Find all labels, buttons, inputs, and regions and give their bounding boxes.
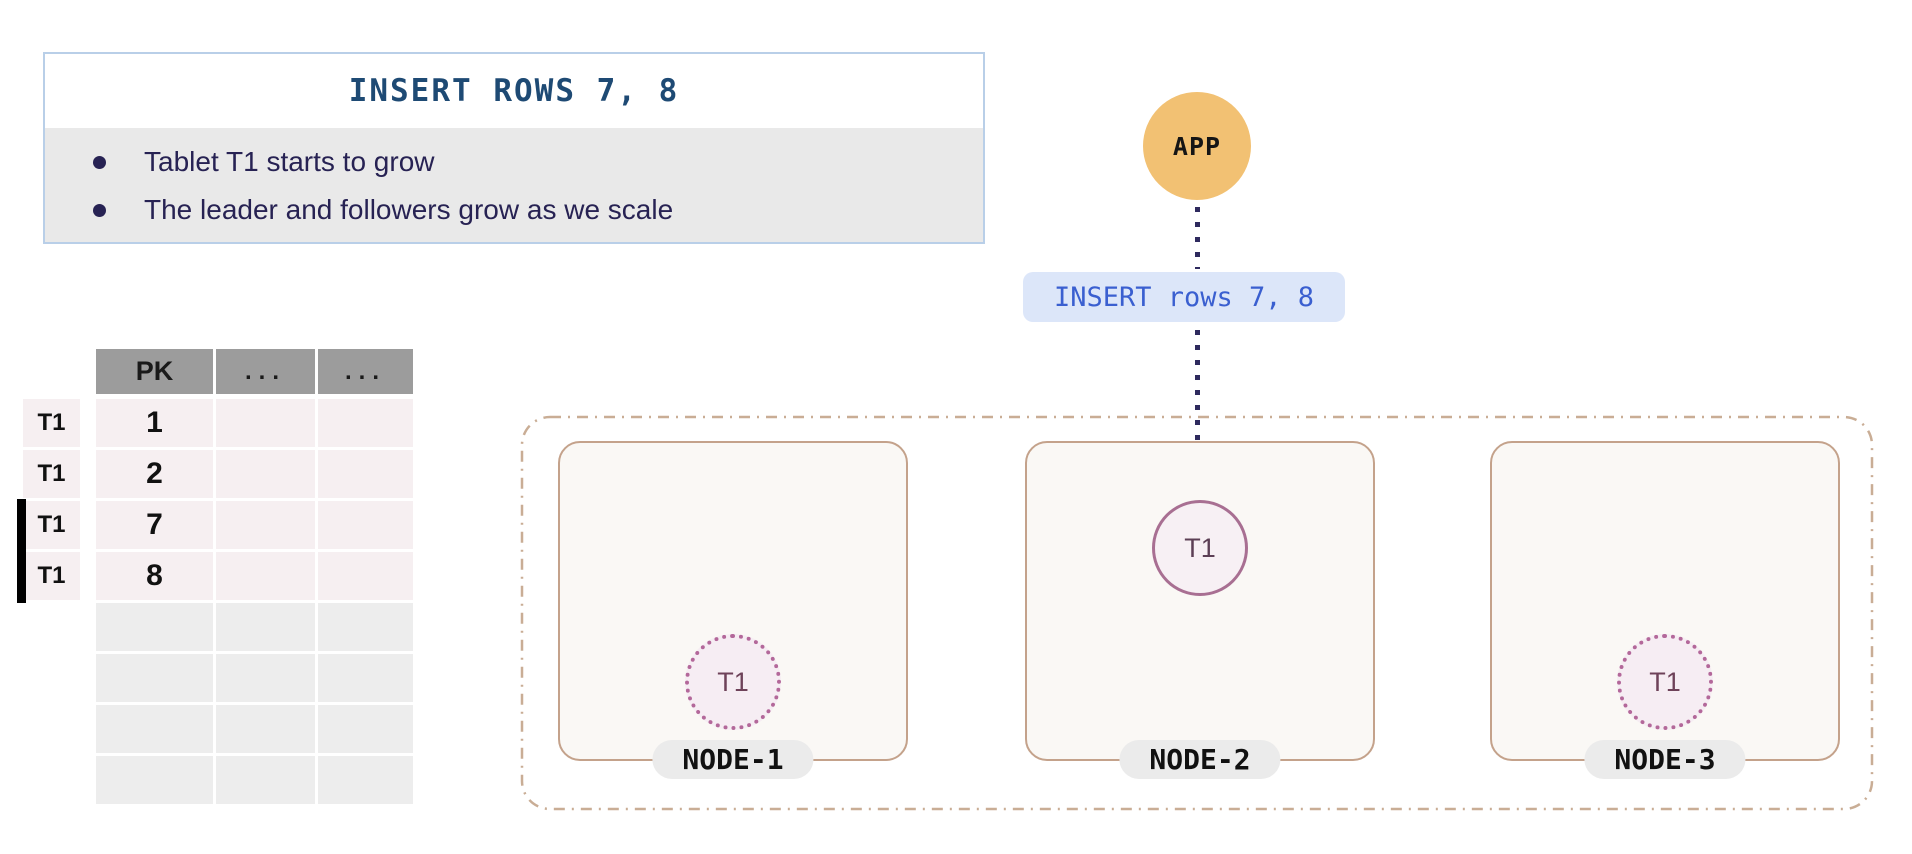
table-row: 7: [96, 501, 413, 549]
row-tablet-label: T1: [23, 552, 80, 600]
empty-cell: [96, 603, 213, 651]
table-row-empty: [96, 756, 413, 804]
bullet-item: The leader and followers grow as we scal…: [93, 186, 983, 234]
empty-cell: [96, 756, 213, 804]
table-header-ellipsis: ...: [216, 349, 315, 394]
node-box-1: T1 NODE-1: [558, 441, 908, 779]
bullet-item: Tablet T1 starts to grow: [93, 138, 983, 186]
empty-cell: [318, 450, 413, 498]
bullet-icon: [93, 155, 106, 169]
dotted-connector: [1195, 207, 1200, 269]
empty-cell: [216, 654, 315, 702]
pk-cell: 1: [96, 399, 213, 447]
table-header-pk: PK: [96, 349, 213, 394]
empty-cell: [216, 450, 315, 498]
empty-cell: [216, 552, 315, 600]
table-row-empty: [96, 603, 413, 651]
empty-cell: [216, 501, 315, 549]
row-tablet-label: T1: [23, 450, 80, 498]
empty-cell: [318, 501, 413, 549]
tablet-leader: T1: [1152, 500, 1248, 596]
empty-cell: [96, 705, 213, 753]
info-card: INSERT ROWS 7, 8 Tablet T1 starts to gro…: [43, 52, 985, 244]
empty-cell: [318, 603, 413, 651]
table-row: 1: [96, 399, 413, 447]
table-header-ellipsis: ...: [318, 349, 413, 394]
app-node: APP: [1143, 92, 1251, 200]
row-tablet-label: T1: [23, 501, 80, 549]
node-box-2: T1 NODE-2: [1025, 441, 1375, 779]
node-box-3: T1 NODE-3: [1490, 441, 1840, 779]
inserted-row-marker: [17, 499, 26, 552]
tablet-follower: T1: [685, 634, 781, 730]
empty-cell: [216, 603, 315, 651]
bullet-text: The leader and followers grow as we scal…: [144, 194, 674, 225]
inserted-row-marker: [17, 550, 26, 603]
info-card-title: INSERT ROWS 7, 8: [348, 73, 680, 109]
pk-cell: 2: [96, 450, 213, 498]
empty-cell: [318, 756, 413, 804]
node-label: NODE-3: [1584, 740, 1746, 779]
cluster-boundary: [520, 415, 1874, 816]
pk-cell: 8: [96, 552, 213, 600]
pk-cell: 7: [96, 501, 213, 549]
info-card-body: Tablet T1 starts to grow The leader and …: [45, 128, 983, 242]
empty-cell: [216, 756, 315, 804]
node-label: NODE-1: [652, 740, 814, 779]
dotted-connector: [1195, 330, 1200, 462]
empty-cell: [216, 399, 315, 447]
empty-cell: [318, 654, 413, 702]
row-tablet-label: T1: [23, 399, 80, 447]
empty-cell: [318, 705, 413, 753]
empty-cell: [216, 705, 315, 753]
table-row-empty: [96, 654, 413, 702]
table-row-empty: [96, 705, 413, 753]
node-label: NODE-2: [1119, 740, 1281, 779]
insert-request-label: INSERT rows 7, 8: [1023, 272, 1345, 322]
tablet-follower: T1: [1617, 634, 1713, 730]
empty-cell: [318, 552, 413, 600]
table-row: 2: [96, 450, 413, 498]
bullet-text: Tablet T1 starts to grow: [144, 146, 435, 177]
table-header-row: PK ... ...: [96, 349, 413, 394]
table-row: 8: [96, 552, 413, 600]
bullet-icon: [93, 203, 106, 217]
empty-cell: [318, 399, 413, 447]
empty-cell: [96, 654, 213, 702]
